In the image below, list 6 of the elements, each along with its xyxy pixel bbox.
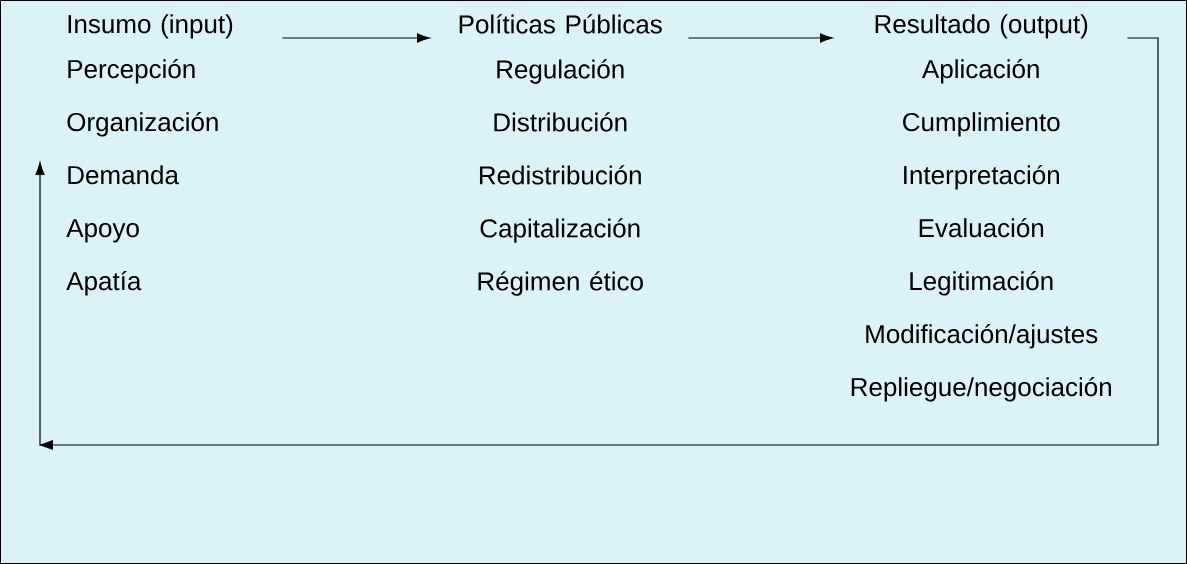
text-list: Insumo (input) Percepción Organización Demanda Apoyo Apatía — [66, 14, 233, 296]
text-list: Resultado (output) Aplicación Cumplimiento Interpretación Evaluación Legitimación Modificación/ajustes Repliegue/negociación — [851, 14, 1111, 402]
arrow — [35, 37, 1159, 450]
arrow — [281, 33, 430, 43]
text-list: Políticas Públicas Regulación Distribución Redistribución Capitalización Régimen ético — [459, 14, 662, 296]
arrow — [687, 33, 833, 43]
